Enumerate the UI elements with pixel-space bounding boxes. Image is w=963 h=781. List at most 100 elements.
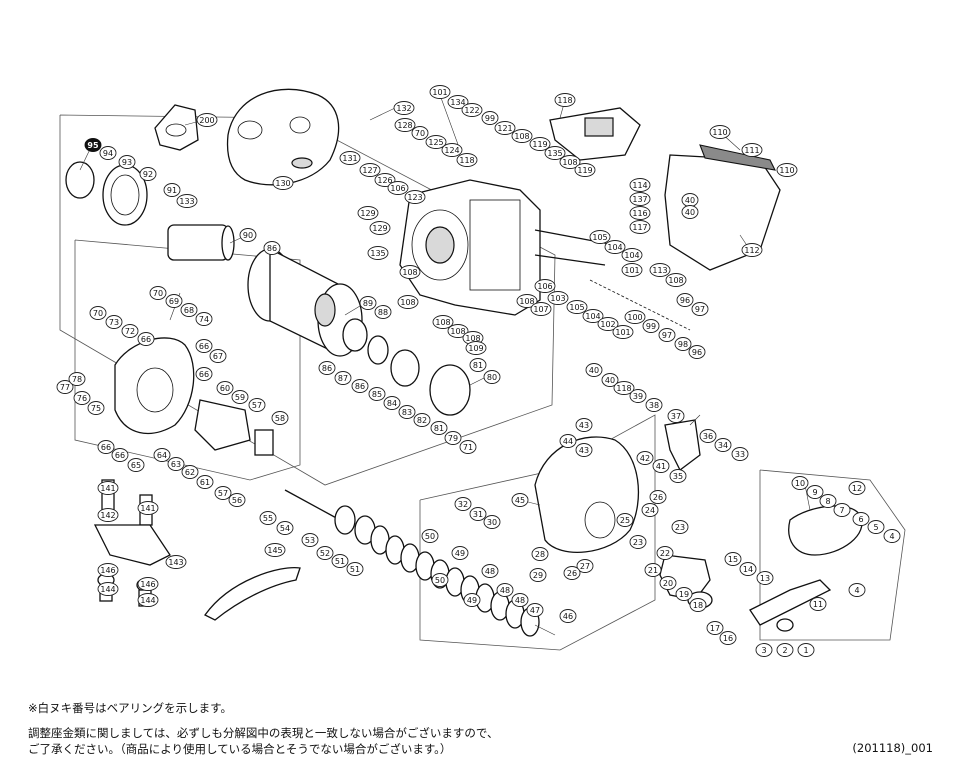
callout-number: 104 <box>624 251 639 260</box>
callout-number: 69 <box>169 297 179 306</box>
callout-number: 29 <box>533 571 543 580</box>
callout-number: 9 <box>812 488 817 497</box>
part-callout: 135 <box>544 146 566 160</box>
part-callout: 90 <box>239 228 257 242</box>
callout-number: 44 <box>563 437 573 446</box>
callout-number: 51 <box>350 565 360 574</box>
part-callout: 118 <box>613 381 635 395</box>
callout-number: 86 <box>355 382 365 391</box>
part-callout: 51 <box>346 562 364 576</box>
callout-number: 123 <box>407 193 422 202</box>
callout-number: 82 <box>417 416 427 425</box>
part-callout: 93 <box>118 155 136 169</box>
callout-number: 51 <box>335 557 345 566</box>
part-callout: 58 <box>271 411 289 425</box>
callout-number: 40 <box>589 366 599 375</box>
part-callout: 100 <box>624 310 646 324</box>
part-callout: 108 <box>397 295 419 309</box>
callout-number: 80 <box>487 373 497 382</box>
callout-number: 114 <box>632 181 647 190</box>
callout-number: 48 <box>515 596 525 605</box>
part-callout: 65 <box>127 458 145 472</box>
part-callout: 60 <box>216 381 234 395</box>
part-callout: 134 <box>447 95 469 109</box>
part-callout: 57 <box>214 486 232 500</box>
part-callout: 96 <box>688 345 706 359</box>
part-callout: 146 <box>97 563 119 577</box>
part-callout: 108 <box>511 129 533 143</box>
part-callout: 28 <box>531 547 549 561</box>
part-callout: 86 <box>263 241 281 255</box>
callout-number: 66 <box>101 443 111 452</box>
callout-layer: 2001321287012512411812712610612313113010… <box>56 85 901 657</box>
callout-number: 61 <box>200 478 210 487</box>
callout-number: 63 <box>171 460 181 469</box>
callout-number: 91 <box>167 186 177 195</box>
callout-number: 23 <box>633 538 643 547</box>
part-callout: 108 <box>432 315 454 329</box>
part-callout: 63 <box>167 457 185 471</box>
part-callout: 52 <box>316 546 334 560</box>
part-callout: 42 <box>636 451 654 465</box>
part-callout: 48 <box>511 593 529 607</box>
callout-number: 5 <box>873 523 878 532</box>
part-callout: 121 <box>494 121 516 135</box>
callout-number: 97 <box>662 331 672 340</box>
handle-knob-part <box>788 505 863 556</box>
callout-number: 113 <box>652 266 667 275</box>
callout-number: 3 <box>761 646 766 655</box>
part-callout: 99 <box>481 111 499 125</box>
part-callout: 45 <box>511 493 529 507</box>
callout-number: 57 <box>252 401 262 410</box>
part-callout: 127 <box>359 163 381 177</box>
callout-number: 124 <box>444 146 459 155</box>
callout-number: 118 <box>557 96 572 105</box>
callout-number: 68 <box>184 306 194 315</box>
callout-number: 135 <box>370 249 385 258</box>
part-callout: 40 <box>681 205 699 219</box>
part-callout: 145 <box>264 543 286 557</box>
part-callout: 67 <box>209 349 227 363</box>
spool-shaft-parts <box>342 318 471 416</box>
callout-number: 135 <box>547 149 562 158</box>
part-callout: 20 <box>659 576 677 590</box>
callout-number: 121 <box>497 124 512 133</box>
part-callout: 86 <box>318 361 336 375</box>
main-shaft-part <box>284 489 376 545</box>
callout-number: 40 <box>685 208 695 217</box>
callout-number: 59 <box>235 393 245 402</box>
part-callout: 49 <box>463 593 481 607</box>
callout-number: 20 <box>663 579 673 588</box>
part-callout: 8 <box>819 494 837 508</box>
washer-stack <box>370 525 540 637</box>
callout-number: 137 <box>632 195 647 204</box>
part-callout: 37 <box>667 409 685 423</box>
part-callout: 24 <box>641 503 659 517</box>
callout-number: 35 <box>673 472 683 481</box>
part-callout: 17 <box>706 621 724 635</box>
callout-number: 56 <box>232 496 242 505</box>
part-callout: 108 <box>559 155 581 169</box>
callout-number: 37 <box>671 412 681 421</box>
part-callout: 7 <box>833 503 851 517</box>
callout-number: 16 <box>723 634 733 643</box>
part-callout: 76 <box>73 391 91 405</box>
part-callout: 74 <box>195 312 213 326</box>
part-callout: 81 <box>469 358 487 372</box>
top-cover-part <box>226 88 340 186</box>
part-callout: 133 <box>176 194 198 208</box>
part-callout: 92 <box>139 167 157 181</box>
callout-number: 40 <box>605 376 615 385</box>
callout-number: 117 <box>632 223 647 232</box>
part-callout: 116 <box>629 206 651 220</box>
callout-number: 110 <box>779 166 794 175</box>
part-callout: 108 <box>665 273 687 287</box>
callout-number: 4 <box>854 586 859 595</box>
part-callout: 142 <box>97 508 119 522</box>
part-callout: 132 <box>393 101 415 115</box>
callout-number: 15 <box>728 555 738 564</box>
callout-number: 74 <box>199 315 209 324</box>
part-callout: 40 <box>585 363 603 377</box>
part-callout: 137 <box>629 192 651 206</box>
callout-number: 108 <box>435 318 450 327</box>
